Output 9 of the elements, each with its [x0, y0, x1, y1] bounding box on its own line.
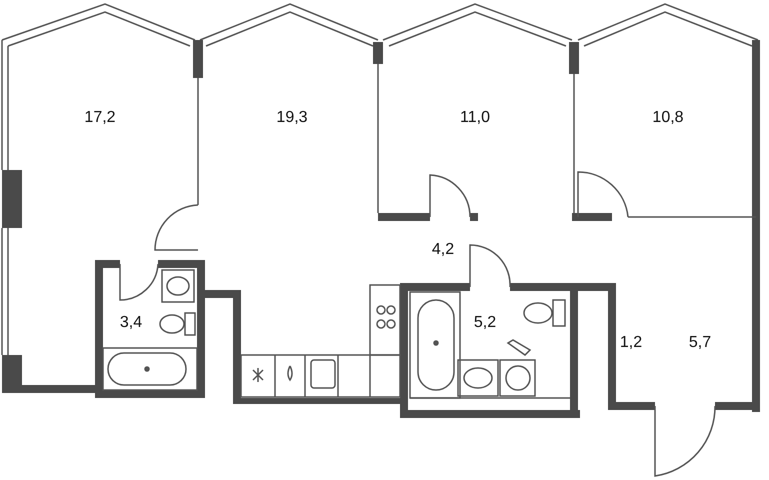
room-area: 3,4 — [120, 314, 142, 332]
room-area: 17,2 — [84, 109, 116, 127]
room-area: 11,0 — [460, 109, 490, 127]
room-area: 10,8 — [652, 109, 684, 127]
room-area: 5,2 — [474, 314, 496, 332]
room-area: 4,2 — [432, 241, 454, 259]
room-area: 19,3 — [276, 109, 308, 127]
room-area: 5,7 — [688, 334, 712, 352]
room-area: 1,2 — [620, 334, 642, 352]
